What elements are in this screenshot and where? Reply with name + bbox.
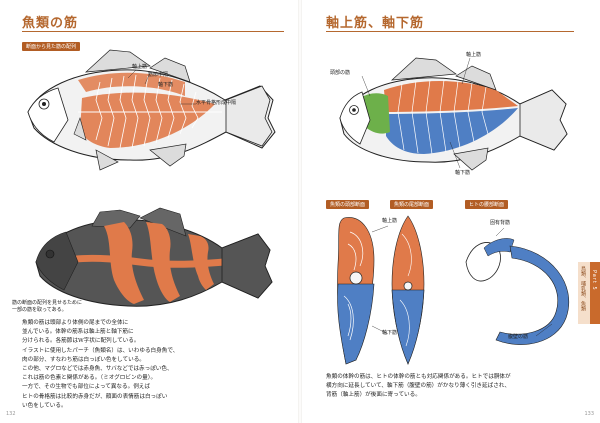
chapter-side-tab-text: Part 5 — [591, 270, 597, 291]
label-hypaxial: 軸下筋 — [455, 170, 471, 176]
body-text: 魚類の筋は頭部より体側の尾までの全体に 並んでいる。体幹の筋系は軸上筋と軸下筋に… — [22, 319, 288, 411]
axial-muscle-fish-illustration — [339, 57, 568, 171]
page-number-right: 133 — [584, 411, 594, 417]
tab-fish-tail-section: 魚類の尾部断面 — [390, 200, 434, 209]
body-line: 一方で、その生物でも部位によって異なる。例えば — [22, 384, 150, 391]
body-line: 並んでいる。体幹の筋系は軸上筋と軸下筋に — [22, 329, 134, 336]
page-number-left: 132 — [6, 411, 16, 417]
chapter-side-tab: Part 5 — [590, 262, 600, 324]
label-human-abdominal: 腹壁の筋 — [508, 334, 529, 340]
body-line: イラストに使用したパーチ（魚類名）は、いわゆる白身魚で、 — [22, 347, 179, 354]
title-underline — [22, 31, 284, 32]
body-line: い色をしている。 — [22, 402, 67, 409]
body-line: 分けられる。各筋節はW字状に配列している。 — [22, 338, 140, 345]
label-horizontal-septum: 水平骨格形成中隔 — [196, 100, 237, 106]
label-epaxial: 軸上筋 — [132, 64, 148, 70]
body-text: 魚類の体幹の筋は、ヒトの体幹の筋とも対応関係がある。ヒトでは胴体が 横方向に延長… — [326, 373, 566, 401]
body-line: 肉の部分、すなわち筋は白っぽい色をしている。 — [22, 356, 145, 363]
label-epaxial: 軸上筋 — [466, 52, 482, 58]
body-line: 横方向に延長していて、軸下筋（腹壁の筋）がかなり薄く引き延ばされ、 — [326, 383, 511, 390]
body-line: これは筋の色素と関係がある。（ミオグロビンの量）。 — [22, 375, 157, 382]
chapter-side-box-text: 鳥類、哺乳類、魚類 — [580, 266, 586, 311]
perch-muscle-illustration — [27, 49, 276, 171]
chapter-side-box: 鳥類、哺乳類、魚類 — [578, 262, 590, 324]
label-section-epaxial: 軸上筋 — [382, 218, 398, 224]
caption-line-2: 一部の筋を取ってある。 — [12, 307, 67, 313]
body-line: 魚類の体幹の筋は、ヒトの体幹の筋とも対応関係がある。ヒトでは胴体が — [326, 374, 511, 380]
title-underline — [326, 31, 574, 32]
label-section-hypaxial: 軸下筋 — [382, 330, 398, 336]
book-gutter — [298, 0, 302, 423]
page-title: 軸上筋、軸下筋 — [326, 16, 425, 31]
body-line: ヒトの骨格筋は比較的赤身だが、顔面の表情筋は白っぽい — [22, 393, 168, 400]
perch-cross-section-illustration — [35, 207, 273, 307]
label-human-dorsal: 固有背筋 — [490, 220, 511, 226]
right-page: 軸上筋、軸下筋 頭部の筋 軸上筋 軸下筋 魚類の頭部断面 魚類の尾部断面 ヒトの… — [300, 0, 600, 423]
body-line: この他、マグロなどでは赤身魚、サバなどでは赤っぽい色、 — [22, 366, 173, 373]
label-myoseptum: 筋節中隔 — [148, 72, 169, 78]
tab-human-lumbar-section: ヒトの腰部断面 — [465, 200, 509, 209]
page-title: 魚類の筋 — [22, 16, 79, 31]
body-line: 魚類の筋は頭部より体側の尾までの全体に — [22, 320, 129, 326]
cross-section-diagrams — [337, 215, 570, 365]
label-head-muscle: 頭部の筋 — [330, 70, 351, 76]
body-line: 背筋（軸上筋）が後面に寄っている。 — [326, 392, 421, 399]
left-page: 魚類の筋 断面から見た筋の配列 軸上筋 筋節中隔 軸 — [6, 16, 288, 417]
caption-line-1: 筋の断面の配列を見せるために — [12, 300, 83, 306]
label-hypaxial: 軸下筋 — [158, 82, 174, 88]
tab-fish-head-section: 魚類の頭部断面 — [326, 200, 370, 209]
section-tab: 断面から見た筋の配列 — [22, 42, 81, 51]
